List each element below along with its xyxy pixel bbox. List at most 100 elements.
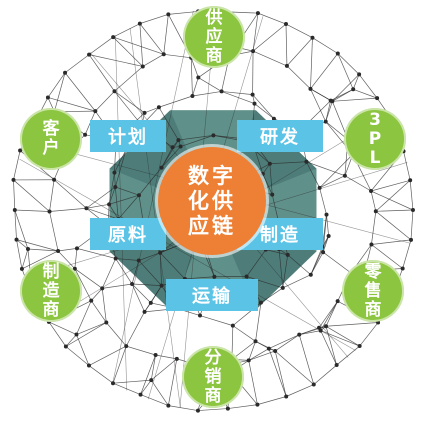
mesh-line [114,35,128,391]
mesh-node [112,89,117,94]
mesh-node [271,116,276,121]
partner-retailer: 零 售 商 [342,260,404,322]
mesh-line [139,23,164,55]
mesh-line [131,283,145,312]
mesh-line [320,330,360,347]
mesh-line [344,175,372,192]
mesh-line [274,334,300,352]
mesh-line [114,66,144,92]
tag-rnd: 研发 [237,120,323,152]
mesh-line [353,88,378,99]
mesh-line [268,334,300,349]
mesh-line [21,250,59,270]
core-digital-supply-chain: 数字 化供 应链 [158,147,266,255]
mesh-line [115,258,139,261]
mesh-line [248,360,258,405]
mesh-line [139,14,169,24]
mesh-line [131,283,152,304]
mesh-line [49,211,59,252]
mesh-line [86,203,110,209]
mesh-line [114,172,116,188]
mesh-node [219,89,224,94]
mesh-node [170,145,175,150]
mesh-line [114,149,127,173]
mesh-line [410,209,414,240]
retailer-char-2: 售 [364,280,382,301]
mesh-node [283,22,288,27]
mesh-node [324,324,329,329]
mesh-node [369,188,374,193]
mesh-line [332,74,360,102]
mesh-line [310,88,327,122]
mesh-line [64,54,90,74]
mesh-line [285,23,313,39]
mesh-line [131,260,140,285]
mesh-node [357,344,362,349]
mesh-line [262,163,271,175]
mesh-line [88,365,114,384]
mesh-node [176,138,181,143]
mesh-line [138,252,161,261]
mesh-line [14,209,29,250]
mesh-line [102,283,133,289]
mesh-node [304,159,309,164]
mesh-line [112,36,144,67]
mesh-line [138,260,162,286]
mesh-line [65,346,90,366]
mesh-node [244,274,249,279]
mesh-node [11,177,16,182]
mesh-line [232,325,256,342]
mesh-node [112,170,117,175]
mesh-line [114,186,119,220]
mesh-node [104,320,109,325]
mesh-node [166,12,171,17]
mesh-node [153,352,158,357]
mesh-line [286,384,314,397]
mesh-node [107,202,112,207]
mesh-line [274,350,314,385]
mesh-line [248,341,256,361]
mesh-node [86,363,91,368]
mesh-node [317,185,322,190]
mesh-node [161,52,166,57]
mesh-line [371,244,403,269]
mesh-line [115,258,133,285]
mesh-line [184,276,215,280]
core-line-1: 数字 [188,163,236,188]
mesh-node [111,381,116,386]
mesh-line [76,248,116,259]
mesh-line [140,354,156,395]
mesh-node [140,64,145,69]
mesh-line [109,194,140,205]
mesh-node [253,339,258,344]
mesh-line [144,285,162,313]
mesh-line [86,207,119,220]
mesh-node [74,246,79,251]
mesh-line [58,248,78,252]
mesh-line [101,288,107,323]
mesh-node [159,283,164,288]
mesh-line [159,252,186,280]
mesh-line [332,88,354,102]
mesh-node [369,242,374,247]
manufacturer-char-1: 制 [42,261,60,282]
mesh-node [251,49,256,54]
mesh-line [286,37,313,67]
mesh-line [47,72,66,98]
mesh-node [270,192,275,197]
mesh-node [280,285,285,290]
mesh-line [269,163,273,195]
mesh-line [13,179,50,212]
mesh-node [87,52,92,57]
mesh-line [192,91,222,97]
tag-manufacturing-label: 制造 [260,225,300,246]
mesh-line [402,239,412,269]
mesh-node [311,382,316,387]
mesh-node [409,237,414,242]
mesh-node [84,206,89,211]
mesh-line [371,211,377,245]
mesh-line [322,251,352,274]
mesh-node [342,173,347,178]
mesh-node [266,346,271,351]
